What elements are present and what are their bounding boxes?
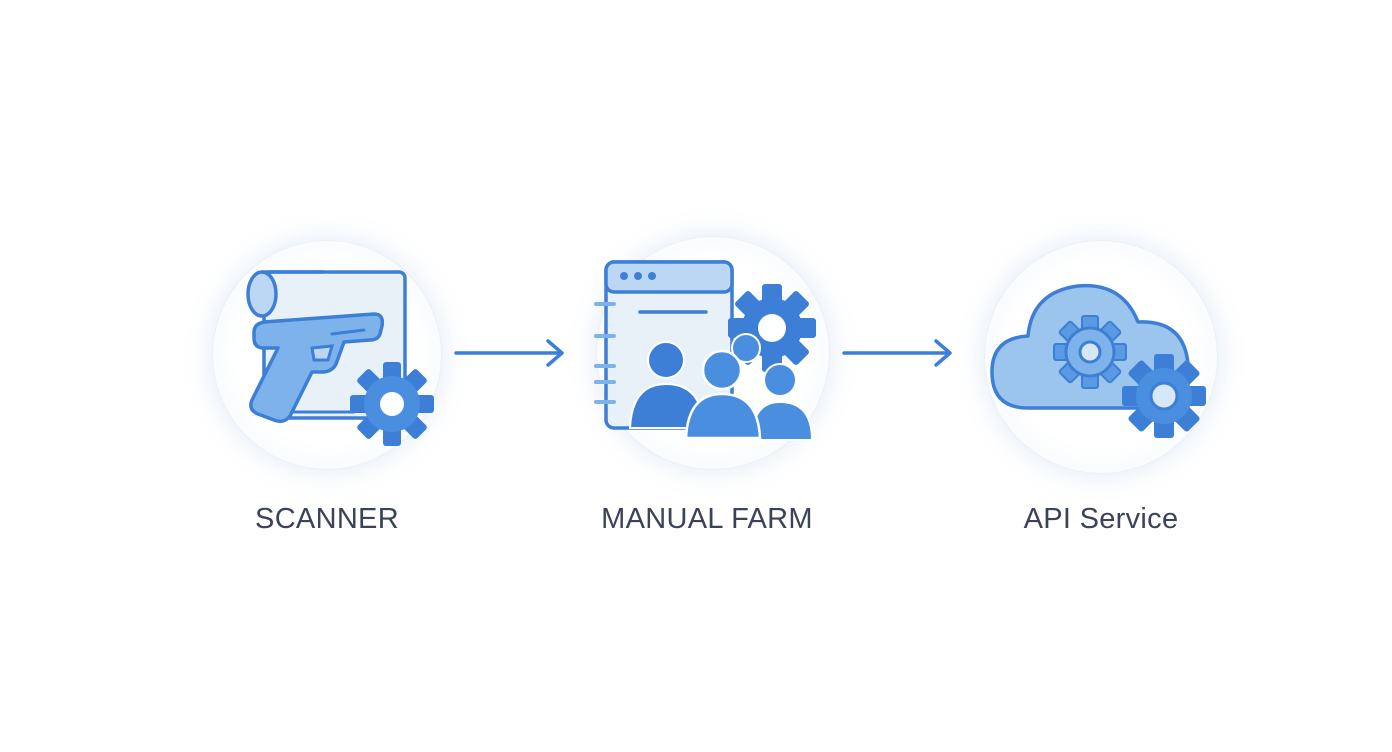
scanner-gear-icon	[246, 270, 434, 446]
api-service-label: API Service	[1023, 503, 1179, 535]
cloud-gears-icon	[990, 283, 1206, 438]
manual-farm-label: MANUAL FARM	[601, 503, 813, 535]
flow-arrow-1	[454, 339, 564, 367]
scanner-label: SCANNER	[255, 503, 399, 535]
team-document-gear-icon	[594, 260, 816, 441]
flow-arrow-2	[842, 339, 952, 367]
